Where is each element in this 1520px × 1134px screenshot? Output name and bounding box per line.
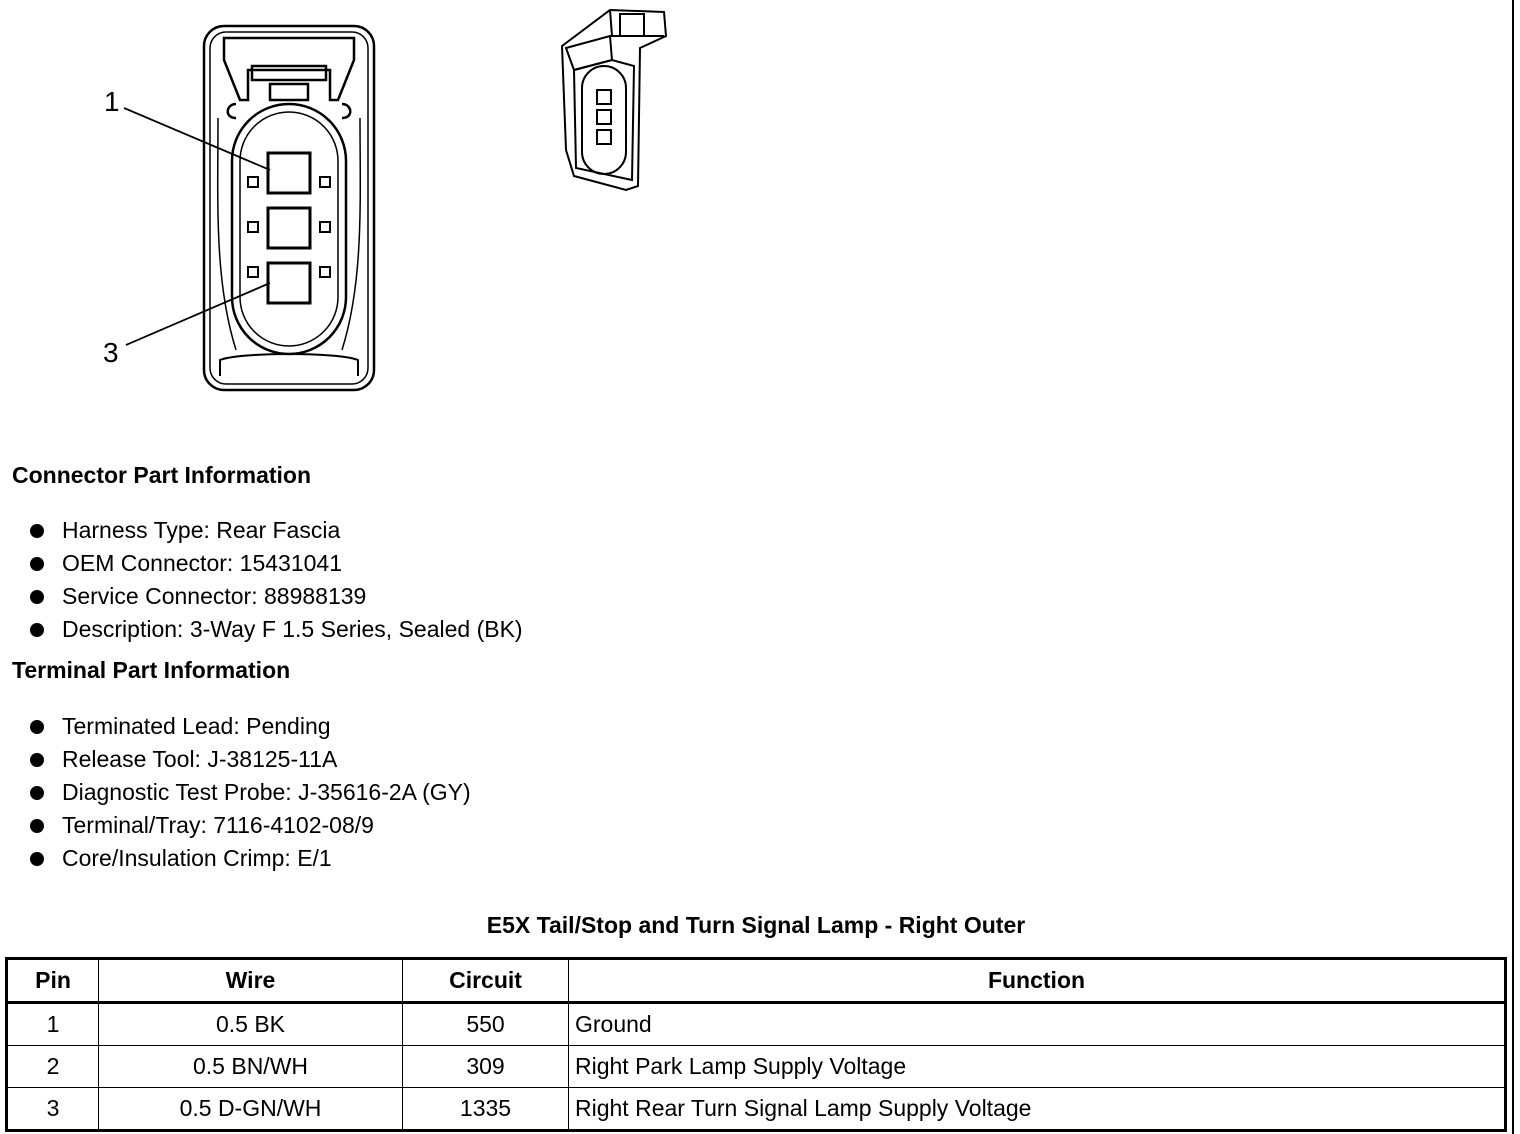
page-right-rule [1512,0,1514,1134]
column-header-function: Function [568,958,1506,1004]
function-cell: Ground [568,1002,1506,1046]
circuit-cell: 550 [402,1002,569,1046]
list-item: Harness Type: Rear Fascia [28,514,523,547]
pin-cell: 3 [6,1087,99,1131]
wire-cell: 0.5 BK [98,1002,403,1046]
list-item: Core/Insulation Crimp: E/1 [28,842,471,875]
list-item: Release Tool: J-38125-11A [28,743,471,776]
function-cell: Right Park Lamp Supply Voltage [568,1045,1506,1088]
list-item: Terminal/Tray: 7116-4102-08/9 [28,809,471,842]
table-row: 2 0.5 BN/WH 309 Right Park Lamp Supply V… [6,1045,1506,1088]
list-item: Terminated Lead: Pending [28,710,471,743]
list-item: Service Connector: 88988139 [28,580,523,613]
table-header-row: Pin Wire Circuit Function [6,958,1506,1004]
terminal-info-heading: Terminal Part Information [12,657,291,683]
circuit-cell: 309 [402,1045,569,1088]
circuit-cell: 1335 [402,1087,569,1131]
column-header-wire: Wire [98,958,403,1004]
table-row: 1 0.5 BK 550 Ground [6,1002,1506,1046]
pin-callout-3: 3 [103,337,119,368]
pin-cell: 2 [6,1045,99,1088]
pin-table-title: E5X Tail/Stop and Turn Signal Lamp - Rig… [486,912,1026,938]
pin-cell: 1 [6,1002,99,1046]
column-header-circuit: Circuit [402,958,569,1004]
pin-table: Pin Wire Circuit Function 1 0.5 BK 550 G… [5,957,1507,1132]
connector-face-diagram [123,8,668,392]
wire-cell: 0.5 BN/WH [98,1045,403,1088]
connector-info-list: Harness Type: Rear Fascia OEM Connector:… [28,514,523,646]
pin-callout-1: 1 [104,86,120,117]
list-item: Description: 3-Way F 1.5 Series, Sealed … [28,613,523,646]
table-row: 3 0.5 D-GN/WH 1335 Right Rear Turn Signa… [6,1087,1506,1131]
terminal-info-list: Terminated Lead: Pending Release Tool: J… [28,710,471,875]
function-cell: Right Rear Turn Signal Lamp Supply Volta… [568,1087,1506,1131]
connector-isometric-view [560,8,668,192]
wire-cell: 0.5 D-GN/WH [98,1087,403,1131]
column-header-pin: Pin [6,958,99,1004]
list-item: OEM Connector: 15431041 [28,547,523,580]
connector-info-heading: Connector Part Information [12,462,312,488]
list-item: Diagnostic Test Probe: J-35616-2A (GY) [28,776,471,809]
